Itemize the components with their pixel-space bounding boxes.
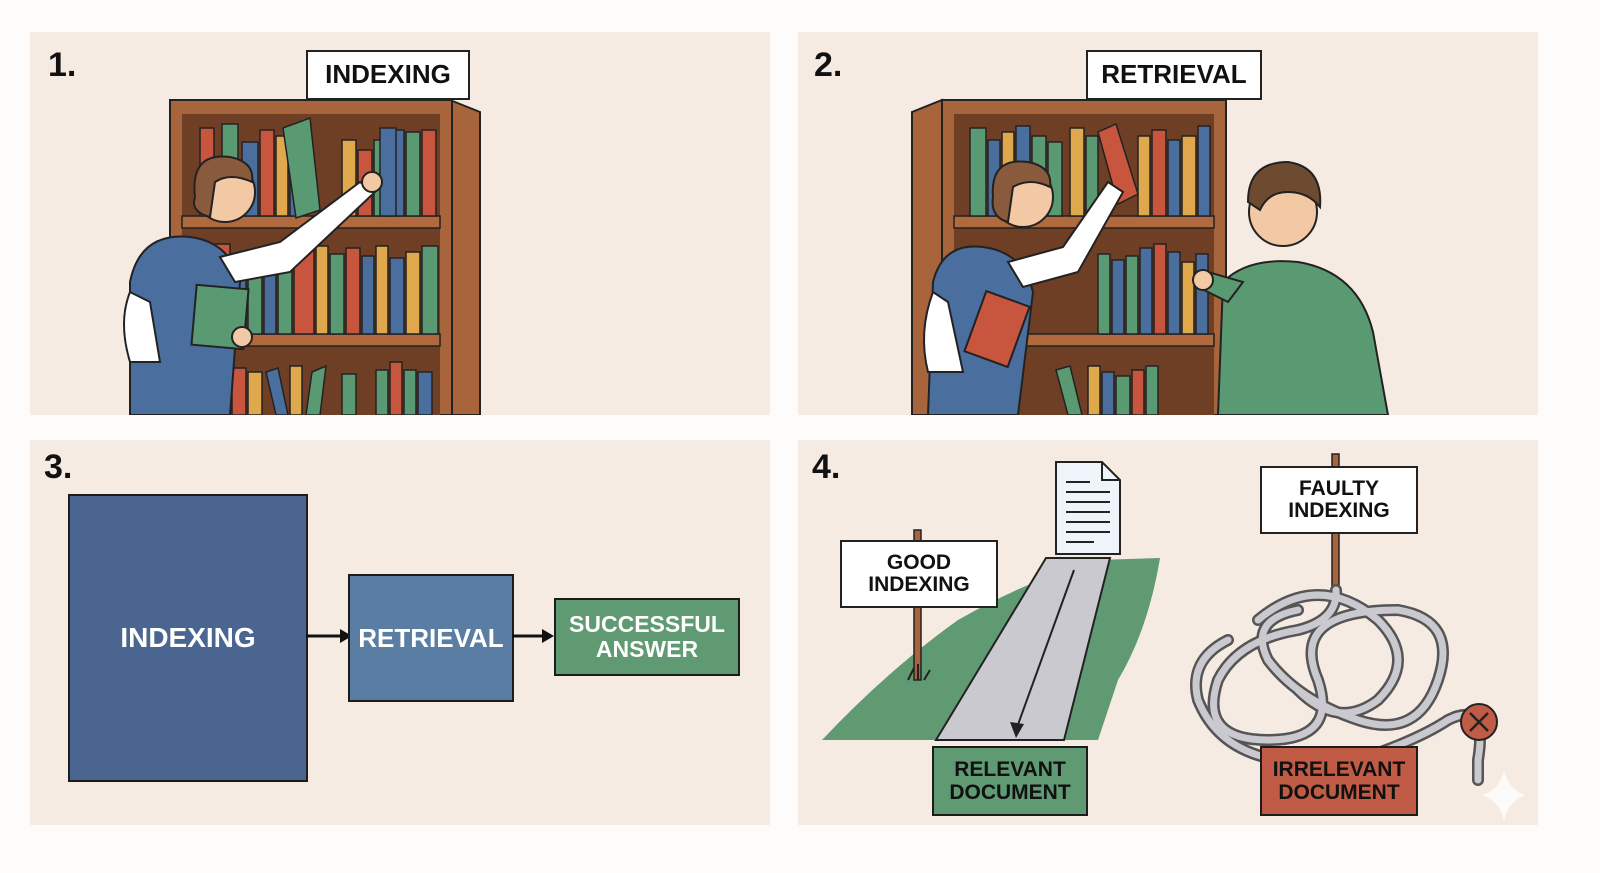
panel-number: 3. xyxy=(44,448,73,486)
panel-number: 2. xyxy=(814,46,843,84)
patron-figure xyxy=(1192,160,1390,415)
panel-indexing: 1. xyxy=(30,32,770,415)
sign-line: INDEXING xyxy=(1288,499,1390,522)
retrieval-sign: RETRIEVAL xyxy=(1086,50,1262,100)
indexing-sign: INDEXING xyxy=(306,50,470,100)
irrelevant-document-box: IRRELEVANT DOCUMENT xyxy=(1260,746,1418,816)
arrow-icon xyxy=(306,629,352,643)
box-line: DOCUMENT xyxy=(1278,781,1400,804)
fail-x-icon xyxy=(1460,703,1498,741)
faulty-indexing-sign: FAULTY INDEXING xyxy=(1260,466,1418,534)
arrow-icon xyxy=(512,629,554,643)
box-line: IRRELEVANT xyxy=(1272,757,1406,781)
path-illustration xyxy=(822,453,1526,822)
box-line: DOCUMENT xyxy=(949,781,1071,804)
box-line: ANSWER xyxy=(595,636,699,662)
box-line: SUCCESSFUL xyxy=(569,610,725,637)
panel-flow: 3. INDEXING RETRIEVAL SUCCESSFUL ANSWER xyxy=(30,440,770,825)
good-indexing-sign: GOOD INDEXING xyxy=(840,540,998,608)
bookshelf-illustration xyxy=(123,98,481,415)
relevant-document-box: RELEVANT DOCUMENT xyxy=(932,746,1088,816)
librarian-figure xyxy=(923,160,1125,415)
panel-number: 1. xyxy=(48,46,77,84)
bookshelf-illustration xyxy=(911,98,1390,415)
sign-line: FAULTY xyxy=(1298,476,1380,500)
successful-answer-box: SUCCESSFUL ANSWER xyxy=(554,598,740,676)
sign-line: GOOD xyxy=(886,550,952,574)
box-line: RELEVANT xyxy=(954,757,1066,781)
panel-comparison: 4. xyxy=(798,440,1538,825)
indexing-box: INDEXING xyxy=(68,494,308,782)
sign-line: INDEXING xyxy=(868,573,970,596)
panel-number: 4. xyxy=(812,448,841,486)
retrieval-box: RETRIEVAL xyxy=(348,574,514,702)
sparkle-icon xyxy=(1482,770,1526,822)
librarian-figure xyxy=(123,155,383,415)
panel-retrieval: 2. xyxy=(798,32,1538,415)
document-icon xyxy=(1055,461,1121,555)
